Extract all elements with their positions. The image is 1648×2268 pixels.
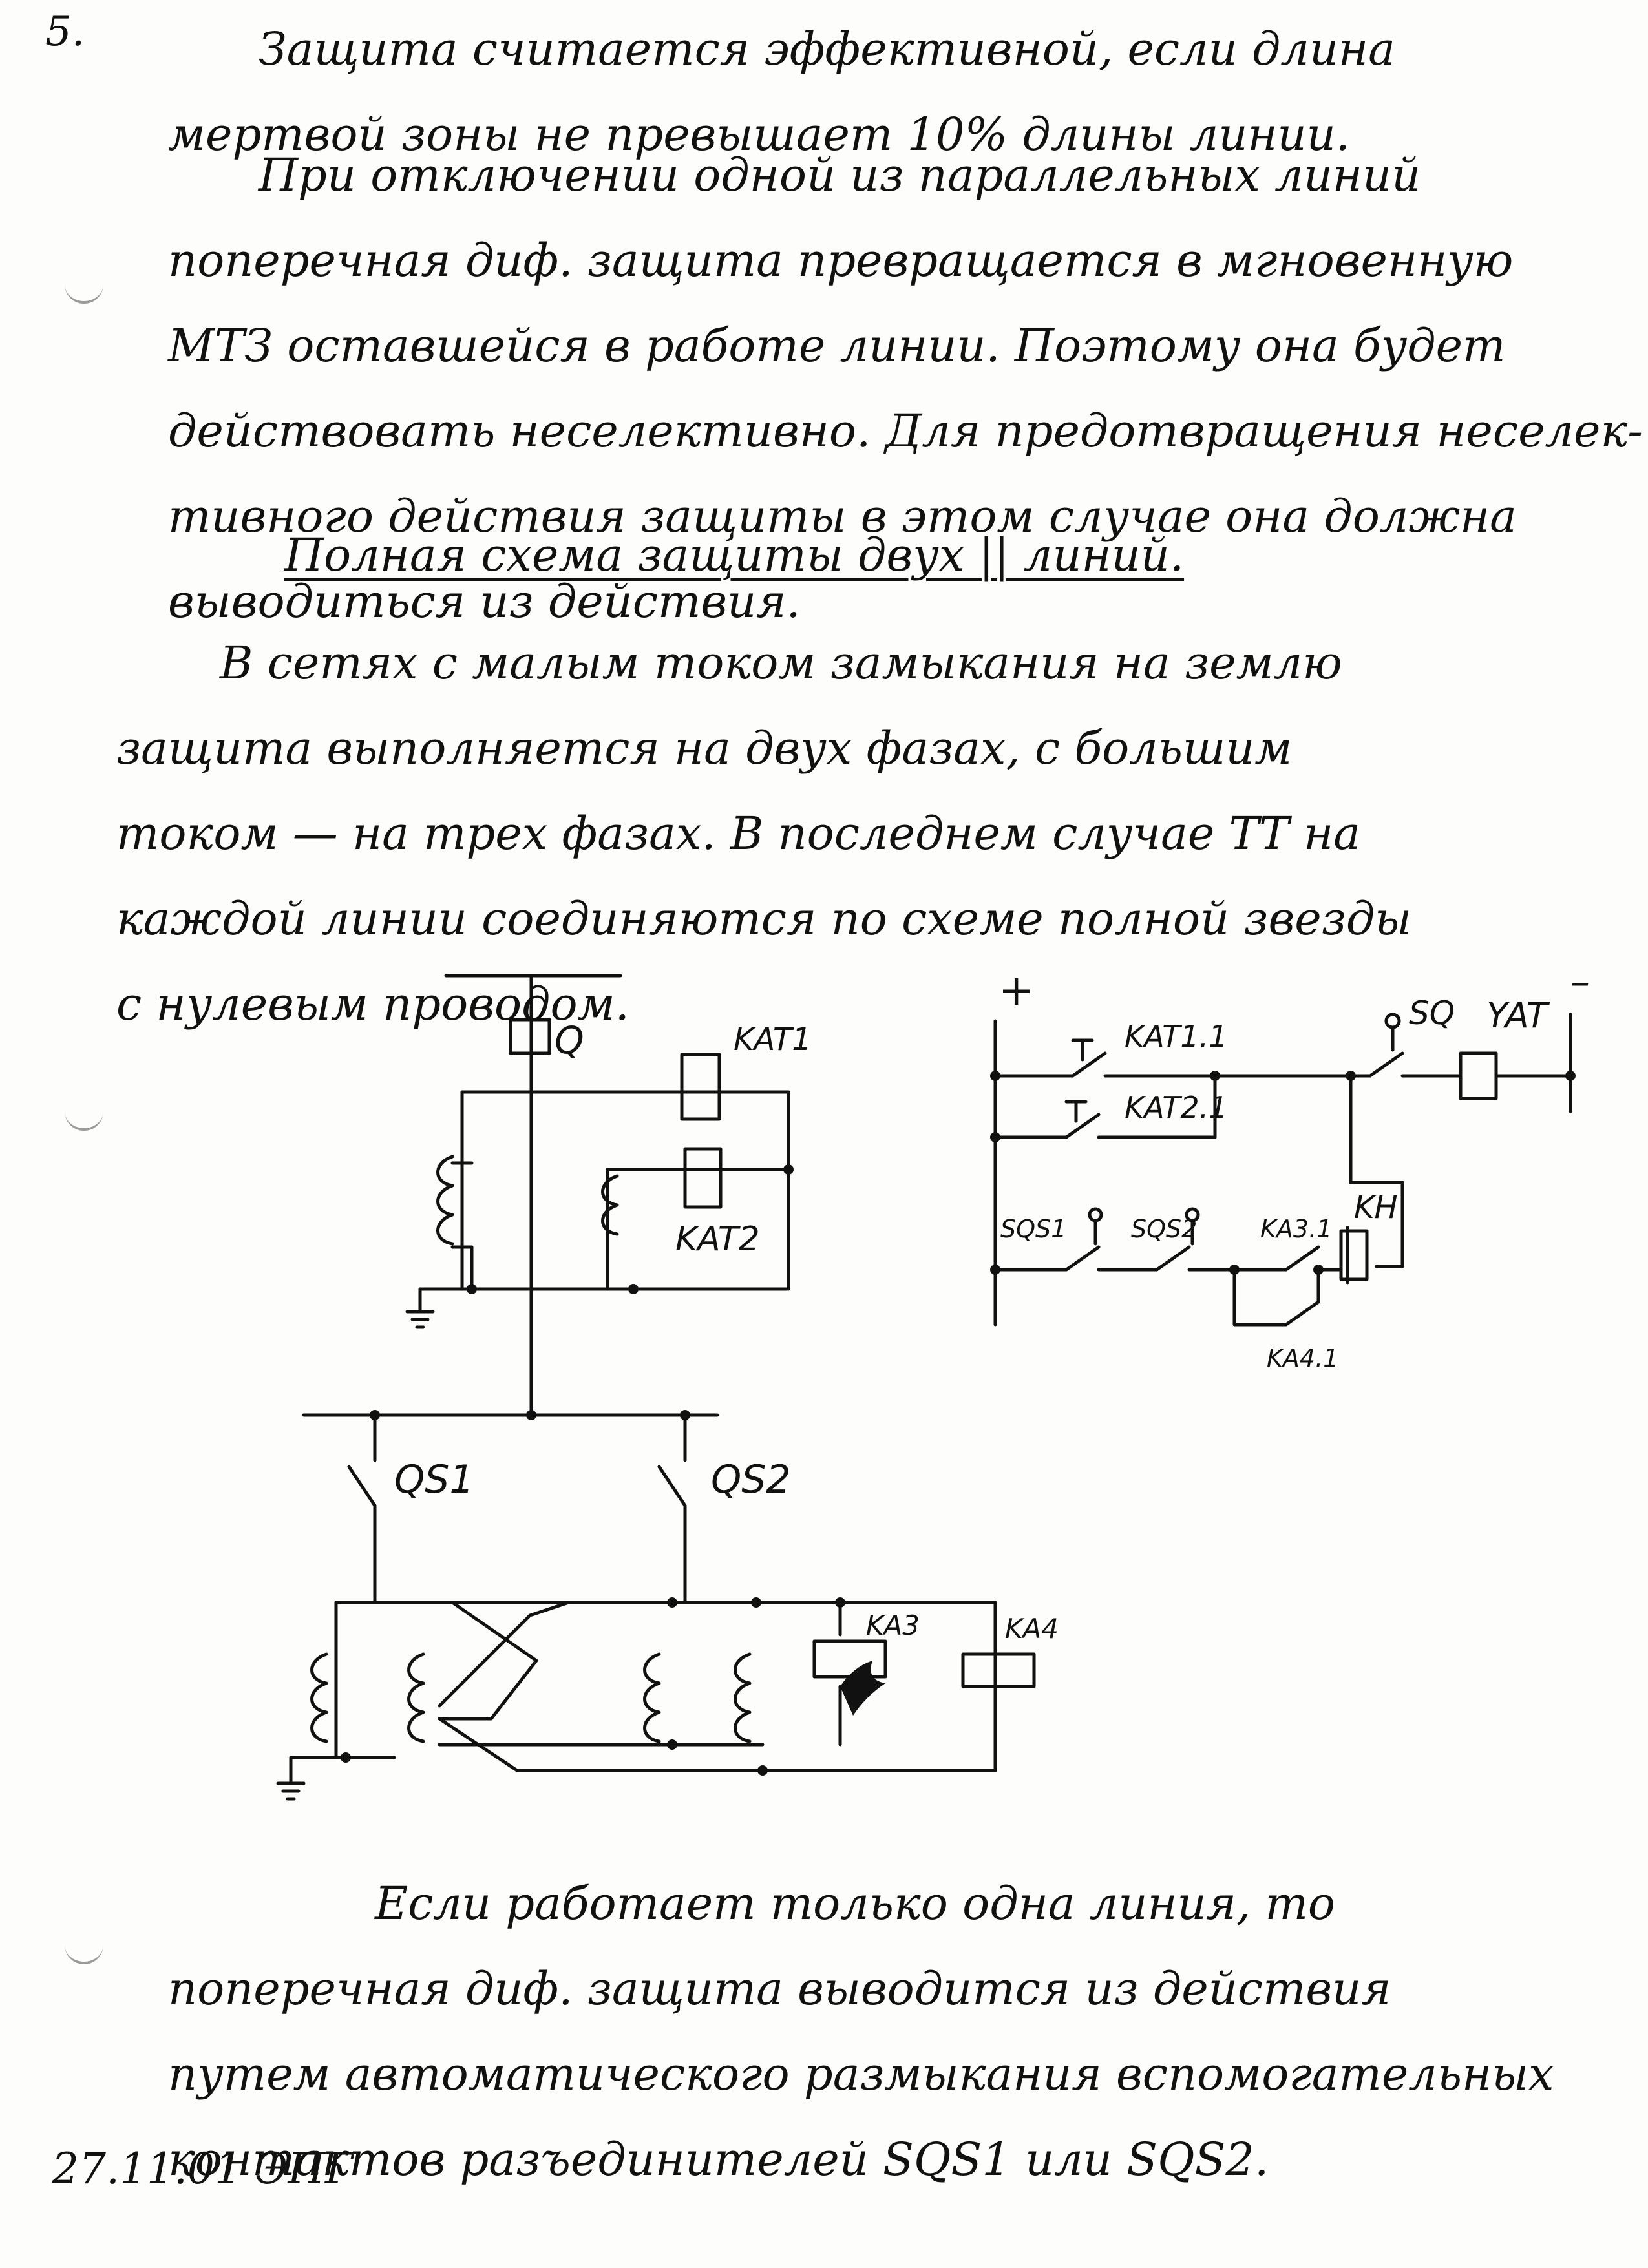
ink-blot: [840, 1661, 885, 1716]
punch-hole-mark: [65, 1945, 103, 1964]
kat2-label: KAT2: [675, 1220, 760, 1259]
qs1-switch-icon: [347, 1465, 377, 1507]
text-line: выводиться из действия.: [168, 575, 801, 628]
text-line: каждой линии соединяются по схеме полной…: [116, 892, 1412, 945]
yat-label: YAT: [1486, 995, 1550, 1036]
kat1-contact-icon: [1071, 1051, 1107, 1078]
paragraph-dead-zone: Защита считается эффективной, если длина…: [168, 6, 1395, 177]
ka3-label: KA3: [866, 1610, 920, 1641]
kh-label: KH: [1354, 1190, 1398, 1226]
kat2-1-label: KAT2.1: [1125, 1090, 1228, 1125]
text-line: путем автоматического размыкания вспомог…: [168, 2048, 1554, 2101]
text-line: с нулевым проводом.: [116, 978, 629, 1031]
sqs2-contact-icon: [1155, 1245, 1191, 1272]
ka4-1-contact-icon: [1284, 1300, 1320, 1327]
text-line: Защита считается эффективной, если длина: [259, 23, 1395, 76]
kat1-coil-icon: [680, 1053, 721, 1121]
date-signature: 27.11.01 ЭПГ: [52, 2144, 354, 2194]
control-circuit-diagram: + – KAT1.1 KAT2.1 SQ: [990, 960, 1590, 1372]
primary-circuit-diagram: Q KAT1 KAT2: [276, 974, 1059, 1801]
text-line: действовать неселективно. Для предотвращ…: [168, 404, 1643, 457]
qs2-label: QS2: [711, 1457, 791, 1502]
text-line: мертвой зоны не превышает 10% длины лини…: [168, 108, 1350, 161]
ct-winding-icon: [407, 1652, 425, 1743]
text-line: тивного действия защиты в этом случае он…: [168, 490, 1517, 543]
minus-label: –: [1570, 960, 1590, 1005]
text-line: током — на трех фазах. В последнем случа…: [116, 807, 1360, 860]
text-line: Если работает только одна линия, то: [375, 1877, 1335, 1930]
sqs2-label: SQS2: [1131, 1215, 1197, 1243]
paragraph-networks: В сетях с малым током замыкания на землю…: [116, 620, 1411, 1047]
plus-label: +: [998, 965, 1034, 1015]
kat1-1-label: KAT1.1: [1125, 1019, 1228, 1054]
breaker-symbol: [509, 1018, 551, 1055]
ka4-coil-icon: [961, 1652, 1036, 1688]
kat1-label: KAT1: [734, 1022, 812, 1058]
ka4-label: KA4: [1005, 1613, 1059, 1644]
page-number: 5.: [45, 8, 85, 56]
ct-winding-icon: [601, 1174, 619, 1236]
ka3-1-label: KA3.1: [1260, 1215, 1332, 1243]
cross-wire: [438, 1601, 538, 1721]
kat2-contact-icon: [1064, 1113, 1101, 1139]
text-line: защита выполняется на двух фазах, с боль…: [116, 722, 1293, 775]
heading-text: Полная схема защиты двух || линий.: [284, 529, 1185, 582]
sq-contact-icon: [1368, 1051, 1404, 1078]
ct-winding-icon: [734, 1652, 752, 1743]
qs2-switch-icon: [657, 1465, 687, 1507]
ka3-coil-icon: [812, 1639, 887, 1679]
ct-winding-icon: [436, 1155, 454, 1246]
text-line: МТЗ оставшейся в работе линии. Поэтому о…: [168, 319, 1506, 372]
section-heading: Полная схема защиты двух || линий.: [284, 529, 1184, 582]
ka3-1-contact-icon: [1284, 1245, 1320, 1272]
sq-label: SQ: [1409, 994, 1455, 1032]
punch-hole-mark: [65, 284, 103, 304]
text-line: поперечная диф. защита выводится из дейс…: [168, 1962, 1391, 2015]
breaker-label: Q: [555, 1018, 584, 1062]
yat-coil-icon: [1459, 1051, 1498, 1100]
text-line: В сетях с малым током замыкания на землю: [220, 636, 1342, 689]
kat2-coil-icon: [683, 1147, 723, 1209]
sqs1-contact-icon: [1064, 1245, 1101, 1272]
punch-hole-mark: [65, 1111, 103, 1131]
ka4-1-label: KA4.1: [1267, 1344, 1338, 1372]
sqs1-label: SQS1: [1000, 1215, 1066, 1243]
text-line: поперечная диф. защита превращается в мг…: [168, 234, 1514, 287]
text-line: контактов разъединителей SQS1 или SQS2.: [168, 2133, 1269, 2186]
ct-winding-icon: [310, 1652, 328, 1743]
ct-winding-icon: [643, 1652, 661, 1743]
qs1-label: QS1: [394, 1457, 474, 1502]
text-line: При отключении одной из параллельных лин…: [259, 149, 1421, 202]
paragraph-single-line: Если работает только одна линия, то попе…: [168, 1861, 1554, 2202]
kh-relay-icon: [1339, 1229, 1369, 1281]
paragraph-disconnection: При отключении одной из параллельных лин…: [168, 132, 1643, 644]
